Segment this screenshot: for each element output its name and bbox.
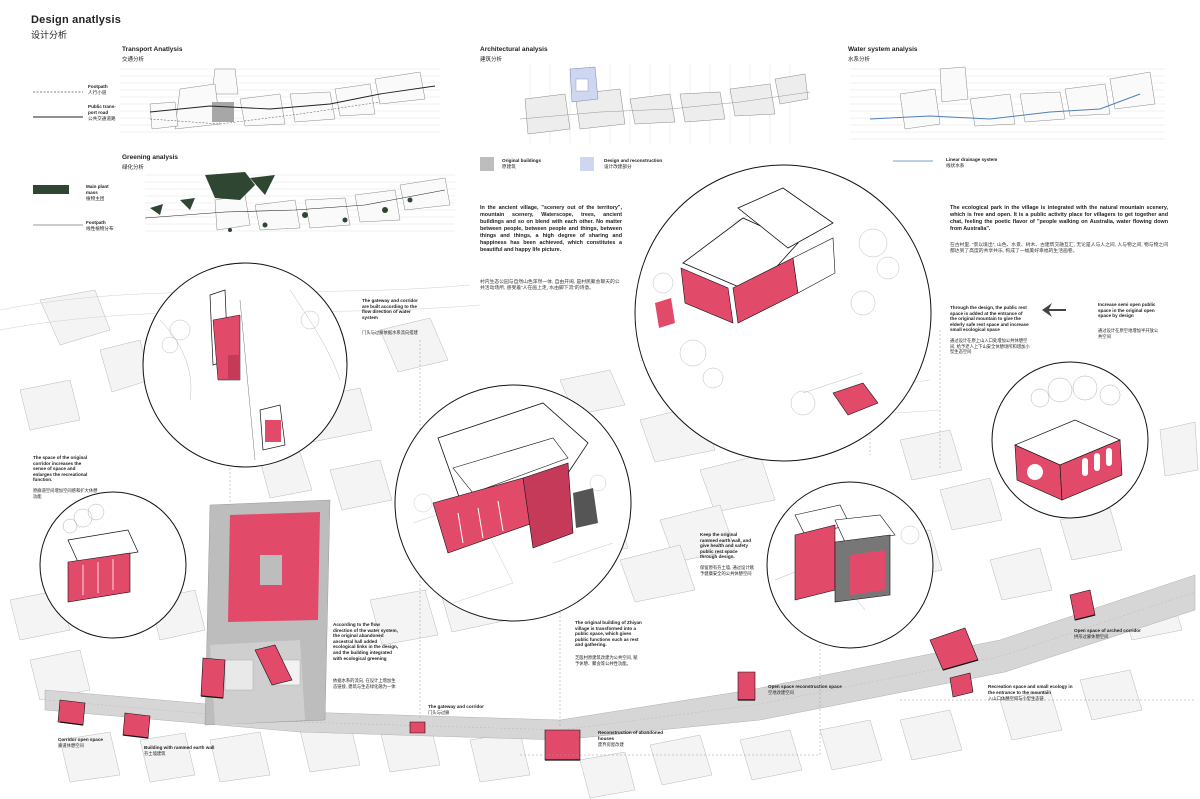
legend-original-swatch [480, 157, 494, 171]
annotation-gateway: The gateway and corridor are built accor… [362, 298, 418, 320]
legend-linear-drainage: Linear drainage system [946, 157, 998, 162]
water-map [850, 66, 1165, 140]
architectural-title-cn: 建筑分析 [480, 57, 503, 63]
annotation-through: Through the design, the public rest spac… [950, 305, 1029, 333]
label-corridor-open: Corridor open space [58, 737, 103, 742]
water-title-cn: 水系分析 [848, 57, 871, 63]
label-reconstruction-cn: 废弃房屋改建 [598, 742, 624, 747]
annotation-corridor-space: The space of the original corridor incre… [33, 455, 88, 483]
detail-circle-gateway [142, 262, 348, 468]
architectural-map [519, 64, 811, 144]
detail-circle-corridor [39, 491, 187, 639]
label-gateway-corridor: The gateway and corridor [428, 704, 484, 709]
detail-circle-rammed-wall [766, 481, 934, 649]
label-rammed-wall: Building with rammed earth wall [144, 745, 215, 750]
legend-main-plant: Main plant mass [86, 184, 109, 195]
legend-main-plant-cn: 植物主团 [86, 196, 105, 201]
greening-title: Greening analysis [122, 154, 178, 161]
detail-circle-mountain-entrance [634, 164, 932, 462]
detail-circle-open-space [991, 361, 1149, 519]
annotation-rammed-cn: 保留原有夯土墙, 通过设计赋予健康安全的公共休憩空间 [700, 565, 754, 576]
legend-plant-footpath: Footpath [86, 220, 106, 225]
legend-plant-footpath-cn: 线性植物分布 [86, 226, 114, 231]
mid-description: In the ancient village, "scenery out of … [480, 205, 622, 253]
legend-footpath-cn: 人行小道 [88, 90, 107, 95]
annotation-flow: According to the flow direction of the w… [333, 622, 399, 661]
annotation-corridor-space-cn: 原廊道空间增加空间感和扩大休憩功能 [33, 488, 98, 499]
legend-footpath: Footpath [88, 84, 108, 89]
water-title: Water system analysis [848, 46, 918, 53]
legend-original-buildings-cn: 原建筑 [502, 164, 516, 169]
right-description-cn: 在古村里, “景以境出”, 山色、水景、树木、古建筑交融互汇, 无论是人与人之间… [950, 243, 1168, 255]
architectural-title: Architectural analysis [480, 46, 548, 53]
transport-title: Transport Anatlysis [122, 46, 183, 53]
right-description: The ecological park in the village is in… [950, 205, 1168, 232]
legend-public-road-cn: 公共交通道路 [88, 116, 116, 121]
annotation-zhiyan: The original building of Zhiyan village … [575, 620, 642, 648]
label-arched: Open space of arched corridor [1074, 628, 1141, 633]
legend-plant-swatch [33, 185, 69, 194]
label-recreation: Recreation space and small ecology in th… [988, 684, 1073, 695]
label-corridor-open-cn: 廊道休憩空间 [58, 743, 84, 748]
mid-description-cn: 村内生态公园与自然山色浑然一体, 自由开阔, 是村民聚会聊天的公共活动场所, 感… [480, 280, 620, 292]
page-title: Design anatlysis [31, 14, 122, 26]
label-reconstruction: Reconstruction of abandoned houses [598, 730, 664, 741]
annotation-increase-cn: 通过设计在原空地增加半开放公共空间 [1098, 328, 1159, 339]
page-subtitle: 设计分析 [31, 30, 68, 40]
transport-map [120, 68, 440, 133]
label-rammed-wall-cn: 夯土墙建筑 [144, 751, 166, 756]
transport-title-cn: 交通分析 [122, 57, 145, 63]
annotation-increase: Increase semi open public space in the o… [1098, 302, 1156, 319]
legend-design-reconstruction: Design and reconstruction [604, 158, 663, 163]
annotation-gateway-cn: 门头与过廊依据水系流向搭建 [362, 330, 418, 335]
legend-linear-drainage-cn: 线状水系 [946, 163, 965, 168]
legend-plant-footpath-line [33, 224, 83, 226]
annotation-through-cn: 通过设计在原上山入口处增加公共休憩空间, 给予老人上下山安全休憩场所和增加小型生… [950, 338, 1030, 355]
label-open-space-cn: 空地改建空间 [768, 690, 794, 695]
label-gateway-corridor-cn: 门头与过廊 [428, 710, 450, 715]
legend-design-swatch [580, 157, 594, 171]
annotation-zhiyan-cn: 芝殷村原建筑改建为公共空间, 赋予休憩、聚会等公共性功能。 [575, 655, 638, 666]
greening-title-cn: 绿化分析 [122, 165, 145, 171]
legend-original-buildings: Original buildings [502, 158, 542, 163]
annotation-rammed: Keep the original rammed earth wall, and… [700, 532, 752, 560]
legend-footpath-line [33, 91, 83, 93]
label-open-space: Open space reconstruction space [768, 684, 842, 689]
legend-public-road: Public trans-port road [88, 104, 116, 115]
label-recreation-cn: 入山口休憩空间与小型生态链 [988, 696, 1044, 701]
arrow-left-icon [1042, 303, 1066, 317]
legend-road-line [33, 116, 83, 118]
label-arched-cn: 拱形过廊休憩空间 [1074, 634, 1109, 639]
detail-circle-hall [394, 384, 632, 622]
legend-drainage-line [893, 160, 933, 162]
greening-map [144, 172, 455, 232]
legend-design-reconstruction-cn: 设计改建部分 [604, 164, 632, 169]
annotation-flow-cn: 依据水系的流向, 在设计上增加生态链接, 建筑与生态绿化融为一体 [333, 678, 396, 689]
